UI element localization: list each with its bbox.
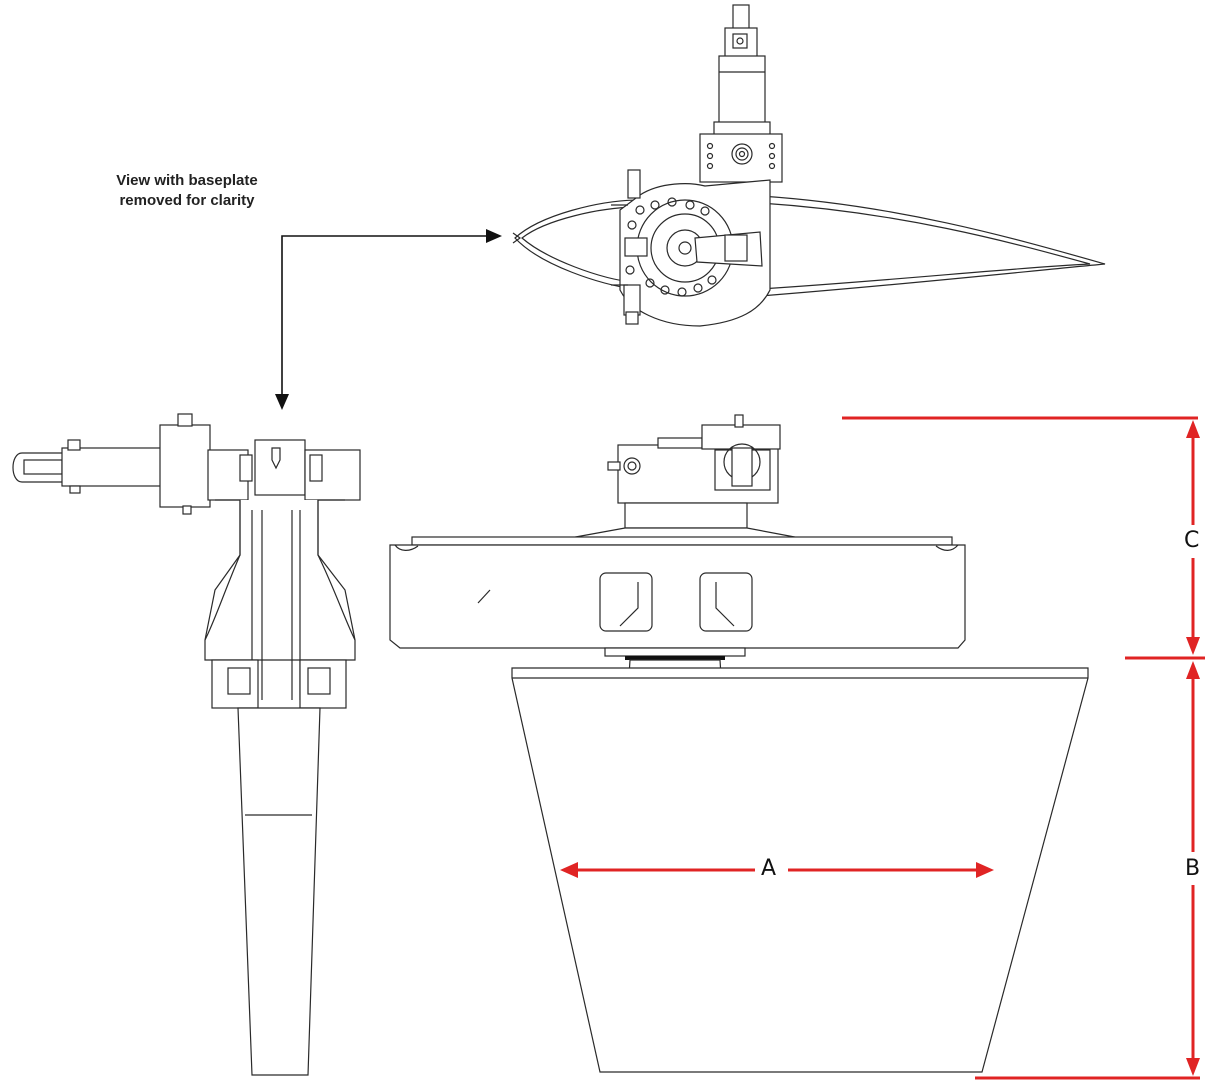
inspection-window-left [599,572,653,632]
stock-housing [204,499,356,661]
dimension-a [560,862,994,878]
mount-block [699,133,783,183]
dimension-a-label: A [757,857,781,881]
foil-outline [514,195,1106,297]
inspection-window-right [699,572,753,632]
actuator-block [159,424,211,508]
rudder-blade-side [237,707,321,1076]
hull-plate [411,536,953,546]
actuator-body [718,55,766,135]
dimension-b-label: B [1181,857,1205,881]
dimension-c-label: C [1180,529,1204,553]
view-note: View with baseplate removed for clarity [92,171,282,211]
actuator-cap [732,4,750,32]
front-view [389,414,1089,1073]
view-note-line2: removed for clarity [119,192,255,209]
side-section-view [12,413,361,1076]
hull-box [389,544,966,649]
dimension-b [975,661,1200,1080]
callout-arrow [275,229,502,410]
top-view [512,4,1106,327]
tiller-arm [61,447,163,487]
view-note-line1: View with baseplate [116,172,258,189]
bolt-holes [625,197,717,297]
dimension-c [842,416,1205,660]
